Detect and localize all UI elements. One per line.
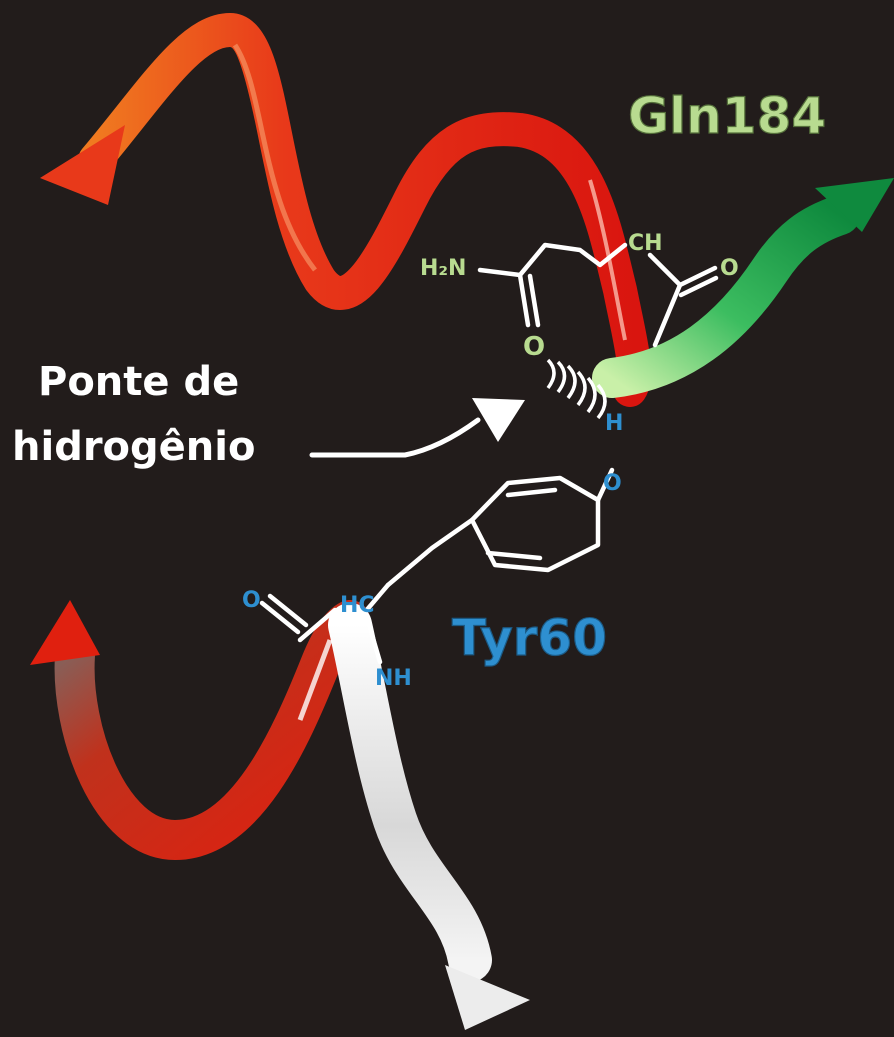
- caption-arrow: [309, 398, 525, 458]
- gln-alpha-carbon: CH: [628, 231, 663, 256]
- tyr-structure-bonds: [259, 467, 615, 665]
- red-helix-arrowhead: [40, 125, 125, 205]
- white-strand-arrowhead: [445, 965, 530, 1030]
- gln-amide-nitrogen: H₂N: [420, 256, 466, 281]
- gln-sidechain-oxygen: O: [523, 332, 545, 362]
- tyr-hydroxyl-oxygen: O: [603, 471, 622, 496]
- hydrogen-bond-caption-line2: hidrogênio: [12, 424, 255, 470]
- gln-backbone-oxygen: O: [720, 256, 739, 281]
- gln-structure-bonds: [477, 242, 719, 348]
- tyr60-label: Tyr60: [452, 609, 607, 667]
- red-lower-arrowhead: [30, 600, 100, 665]
- green-strand-ribbon: [592, 178, 894, 398]
- red-helix-ribbon: [40, 12, 652, 407]
- tyr-hydroxyl-hydrogen: H: [605, 411, 623, 436]
- tyr-alpha-carbon: HC: [340, 593, 375, 618]
- tyr-backbone-nitrogen: NH: [375, 666, 412, 691]
- gln184-label: Gln184: [628, 87, 826, 145]
- hydrogen-bond-arcs: [546, 358, 607, 420]
- tyr-backbone-oxygen: O: [242, 588, 261, 613]
- hydrogen-bond-caption-line1: Ponte de: [38, 359, 239, 405]
- white-strand-ribbon: [297, 603, 530, 1030]
- green-strand-arrowhead: [815, 178, 894, 232]
